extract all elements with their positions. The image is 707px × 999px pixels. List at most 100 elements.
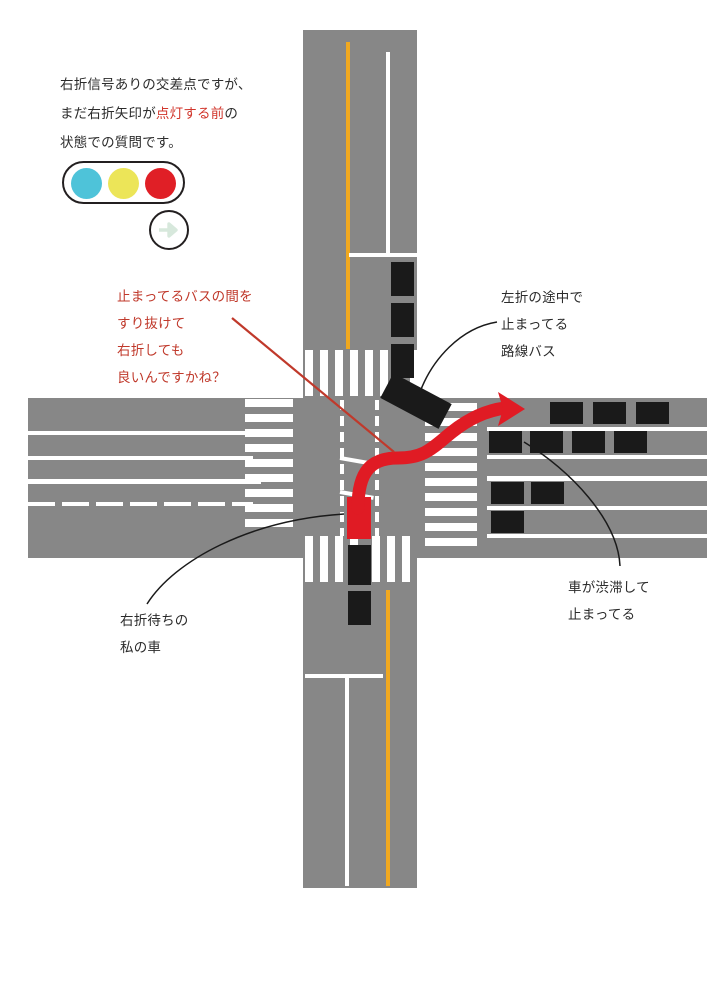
intro-line-2: まだ右折矢印が点灯する前の (60, 104, 238, 125)
crosswalk-south-stripe (320, 536, 328, 582)
my-car (347, 497, 371, 539)
intro-line-2-highlight: 点灯する前 (155, 106, 225, 122)
crosswalk-west-stripe (245, 399, 293, 407)
dashed-line-west (62, 502, 89, 506)
green-lamp (71, 168, 102, 199)
dashed-line-west (164, 502, 191, 506)
question-line-2: すり抜けて (117, 316, 186, 332)
crosswalk-north-stripe (350, 350, 358, 396)
turn-guide-dash (340, 496, 344, 506)
crosswalk-north-stripe (320, 350, 328, 396)
stop-line-south (305, 674, 383, 678)
crosswalk-west-stripe (245, 459, 293, 467)
east-queue-car (489, 431, 522, 453)
turn-guide-dash (340, 512, 344, 522)
south-queue-car (348, 591, 371, 625)
crosswalk-east-stripe (425, 478, 477, 486)
crosswalk-west-stripe (245, 489, 293, 497)
crosswalk-west-stripe (245, 519, 293, 527)
north-queue-car (391, 262, 414, 296)
turn-guide-dash (340, 480, 344, 490)
turn-guide-dash (375, 528, 379, 536)
crosswalk-south-stripe (387, 536, 395, 582)
crosswalk-west-stripe (245, 414, 293, 422)
center-line-east (487, 476, 707, 481)
east-queue-car (593, 402, 626, 424)
crosswalk-east-stripe (425, 448, 477, 456)
lane-line-south (345, 676, 349, 886)
crosswalk-south-stripe (305, 536, 313, 582)
turn-guide-dash (340, 400, 344, 410)
turn-guide-dash (340, 416, 344, 426)
turn-guide-dash (375, 400, 379, 410)
crosswalk-east-stripe (425, 508, 477, 516)
crosswalk-west-stripe (245, 474, 293, 482)
dashed-line-west (198, 502, 225, 506)
bus-label-line-3: 路線バス (501, 344, 556, 360)
turn-guide-dash (375, 496, 379, 506)
dashed-line-west (232, 502, 253, 506)
crosswalk-south-stripe (372, 536, 380, 582)
red-lamp (145, 168, 176, 199)
intro-line-2-before: まだ右折矢印が (60, 106, 156, 122)
crosswalk-south-stripe (402, 536, 410, 582)
crosswalk-west-stripe (245, 429, 293, 437)
east-queue-car (636, 402, 669, 424)
turn-guide-dash (375, 416, 379, 426)
crosswalk-south-stripe (335, 536, 343, 582)
stop-line-north (349, 253, 417, 257)
turn-guide-dash (375, 464, 379, 474)
right-arrow-icon (159, 222, 178, 238)
right-turn-arrow-signal (149, 210, 189, 250)
question-line-4: 良いんですかね？ (117, 370, 226, 386)
lane-line-west-2 (28, 456, 253, 460)
east-queue-car (530, 431, 563, 453)
turn-guide-dash (375, 512, 379, 522)
traffic-signal-head (62, 161, 185, 204)
bus-label-line-2: 止まってる (501, 317, 569, 333)
yellow-lamp (108, 168, 139, 199)
north-queue-car (391, 303, 414, 337)
crosswalk-east-stripe (425, 433, 477, 441)
crosswalk-west-stripe (245, 504, 293, 512)
lane-line-east-2 (487, 455, 707, 459)
turn-guide-dash (340, 432, 344, 442)
east-queue-car (614, 431, 647, 453)
crosswalk-east-stripe (425, 463, 477, 471)
question-line-3: 右折しても (117, 343, 185, 359)
turn-guide-dash (340, 448, 344, 458)
dashed-line-west (28, 502, 55, 506)
traffic-jam-label-line-1: 車が渋滞して (568, 580, 650, 596)
center-line-north (346, 42, 350, 349)
lane-line-east-1 (487, 427, 707, 431)
center-line-west (28, 479, 261, 484)
turn-guide-dash (375, 448, 379, 458)
crosswalk-west-stripe (245, 444, 293, 452)
east-queue-car (550, 402, 583, 424)
east-lower-lane-car (491, 482, 524, 504)
bus-label-leader-line (419, 321, 498, 393)
intro-line-3: 状態での質問です。 (60, 135, 182, 151)
east-lower-lane-car (531, 482, 564, 504)
turn-guide-dash (340, 464, 344, 474)
crosswalk-east-stripe (425, 538, 477, 546)
intro-line-1: 右折信号ありの交差点ですが、 (60, 77, 252, 93)
lane-line-east-4 (487, 534, 707, 538)
south-queue-car (348, 545, 371, 585)
turn-guide-dash (340, 528, 344, 536)
intro-line-2-after: の (224, 106, 239, 122)
north-queue-car (391, 344, 414, 378)
crosswalk-north-stripe (365, 350, 373, 396)
my-car-label-line-2: 私の車 (120, 640, 162, 656)
crosswalk-east-stripe (425, 493, 477, 501)
east-queue-car (572, 431, 605, 453)
crosswalk-north-stripe (335, 350, 343, 396)
turn-guide-dash (375, 480, 379, 490)
bus-label-line-1: 左折の途中で (501, 290, 584, 306)
crosswalk-north-stripe (305, 350, 313, 396)
dashed-line-west (96, 502, 123, 506)
my-car-label-line-1: 右折待ちの (120, 613, 189, 629)
turn-guide-dash (375, 432, 379, 442)
center-line-south (386, 590, 390, 886)
